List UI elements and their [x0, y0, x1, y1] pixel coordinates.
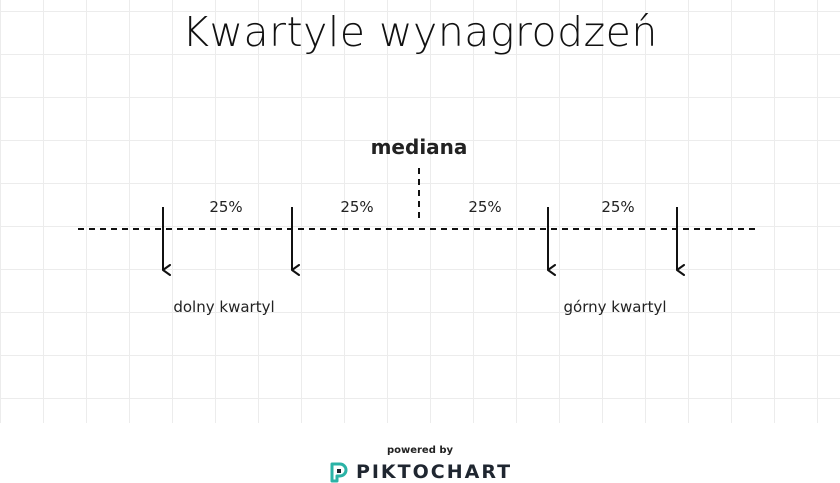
median-label: mediana [371, 135, 468, 159]
footer: powered by PIKTOCHART [0, 423, 840, 483]
brand-name: PIKTOCHART [355, 461, 513, 483]
grid-background [0, 0, 840, 423]
upper-quartile-label: górny kwartyl [564, 298, 667, 316]
segment-label-3: 25% [468, 198, 501, 216]
powered-by-text: powered by [386, 445, 454, 456]
piktochart-brand-link[interactable]: PIKTOCHART [0, 461, 840, 483]
quartile-diagram: mediana 25% 25% 25% 25% dolny kwartyl gó… [78, 135, 758, 316]
piktochart-logo-icon [330, 462, 348, 483]
segment-label-2: 25% [340, 198, 373, 216]
segment-label-1: 25% [209, 198, 242, 216]
lower-quartile-label: dolny kwartyl [173, 298, 274, 316]
diagram-title: Kwartyle wynagrodzeń [182, 8, 658, 56]
segment-label-4: 25% [601, 198, 634, 216]
